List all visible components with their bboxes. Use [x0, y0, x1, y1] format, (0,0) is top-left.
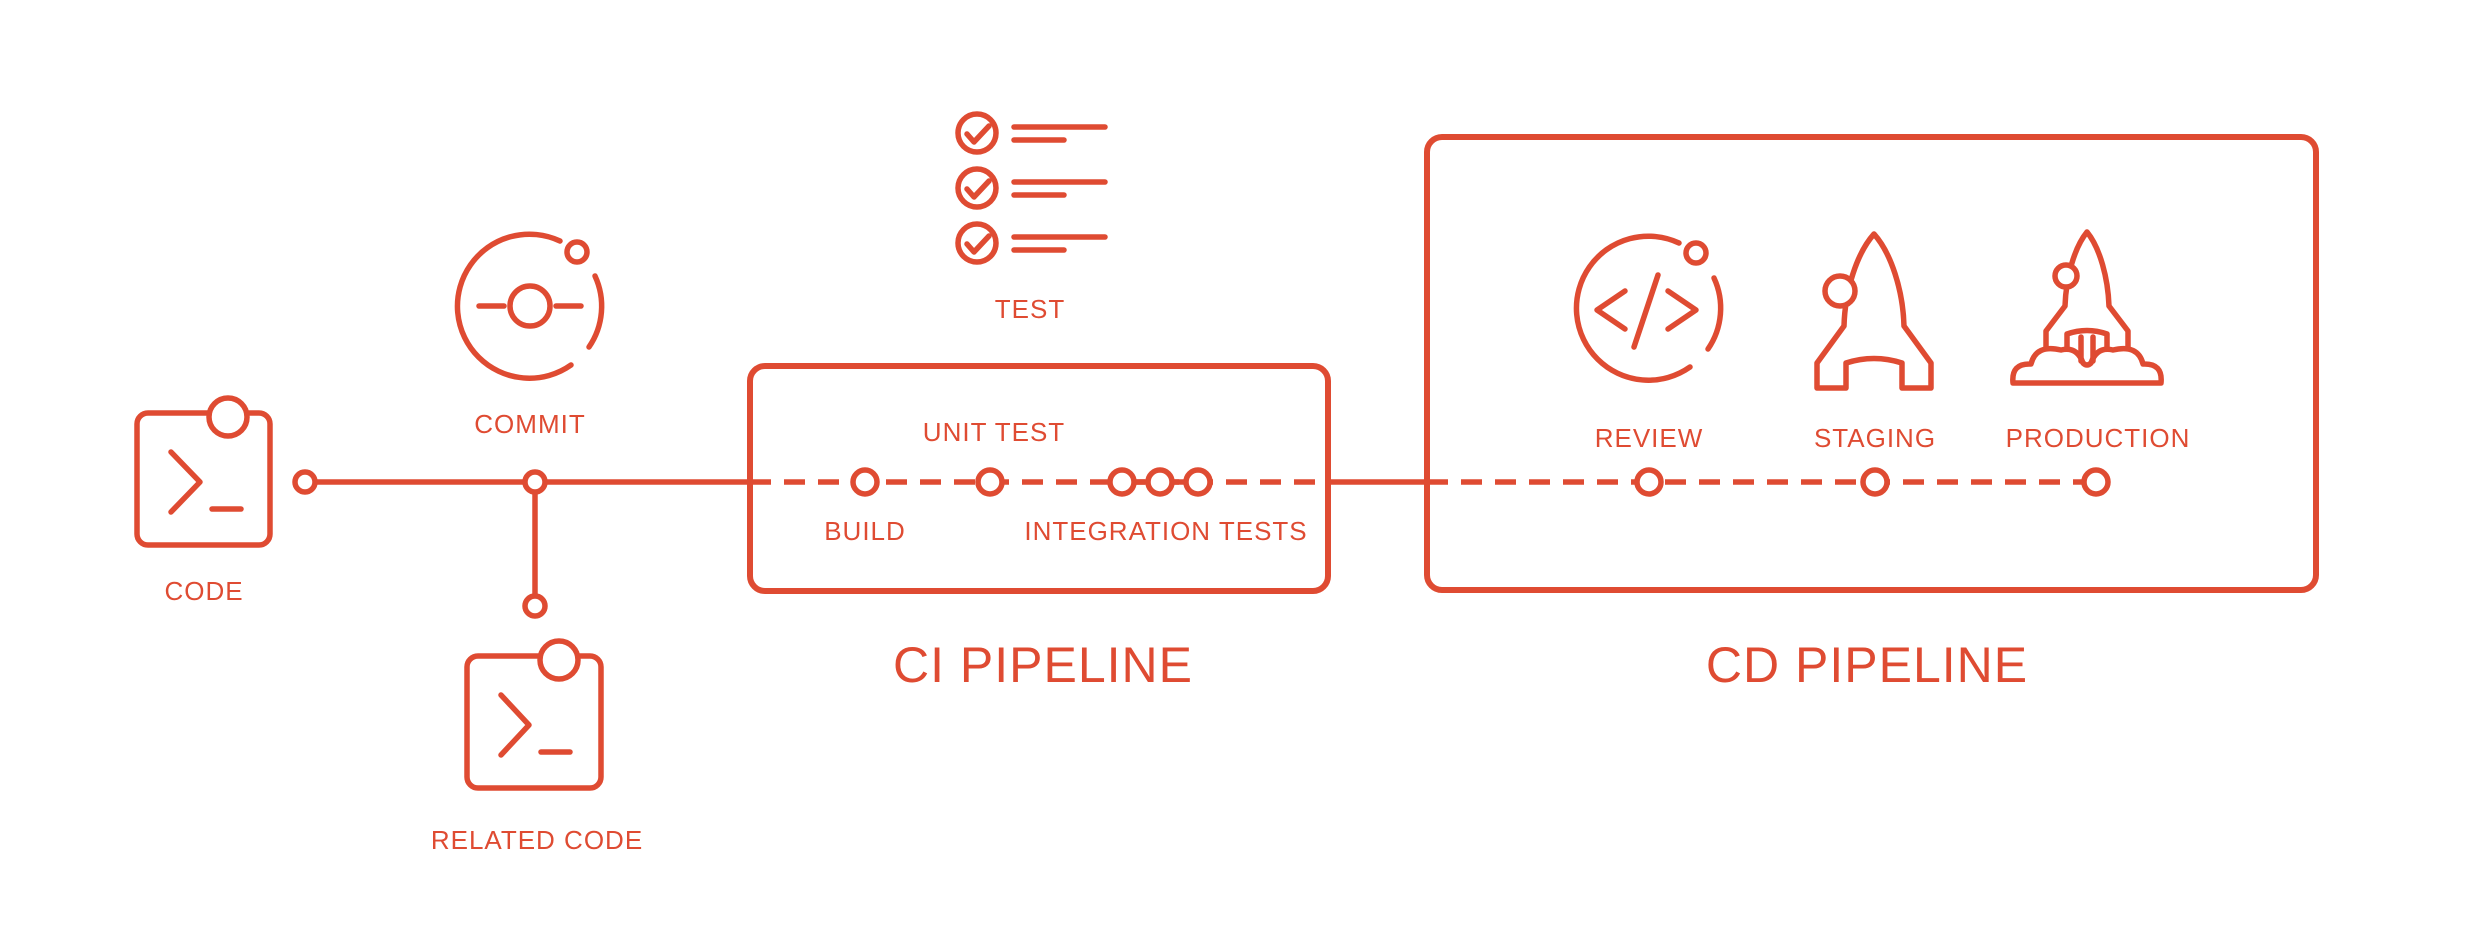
- unit-test-node: [975, 467, 1005, 497]
- test-label: TEST: [995, 294, 1065, 324]
- build-node: [850, 467, 880, 497]
- unit-test-label: UNIT TEST: [923, 417, 1065, 447]
- integration-tests-label: INTEGRATION TESTS: [1024, 516, 1307, 546]
- production-label: PRODUCTION: [2006, 423, 2191, 453]
- integration-test-node-2: [1145, 467, 1175, 497]
- related-code-node: [522, 593, 548, 619]
- review-icon: [1573, 233, 1724, 383]
- cd-pipeline-title: CD PIPELINE: [1706, 637, 2028, 693]
- related-code-icon: [464, 638, 604, 791]
- commit-junction-node: [522, 469, 548, 495]
- check-circle-icon: [955, 111, 999, 155]
- production-node: [2081, 467, 2111, 497]
- rocket-porthole: [1822, 273, 1858, 309]
- integration-test-node-1: [1107, 467, 1137, 497]
- checkmark-icon: [964, 233, 992, 255]
- commit-icon-satellite-dot: [564, 239, 590, 265]
- review-icon-satellite-dot: [1683, 240, 1709, 266]
- staging-label: STAGING: [1814, 423, 1936, 453]
- check-circle-icon: [955, 221, 999, 265]
- code-icon-dot: [206, 395, 250, 439]
- code-icon: [134, 395, 273, 548]
- staging-rocket-icon: [1814, 231, 1934, 391]
- production-rocket-launch-icon: [2010, 229, 2164, 386]
- review-node: [1634, 467, 1664, 497]
- code-label: CODE: [164, 576, 243, 606]
- rocket-porthole: [2052, 262, 2080, 290]
- checkmark-icon: [964, 123, 992, 145]
- commit-label: COMMIT: [474, 409, 585, 439]
- ci-pipeline-box: [747, 363, 1331, 594]
- launch-smoke-cloud: [2010, 345, 2164, 386]
- checkmark-icon: [964, 178, 992, 200]
- code-bracket-left: [1594, 288, 1628, 332]
- pipeline-nodes: [292, 467, 2111, 619]
- review-label: REVIEW: [1595, 423, 1704, 453]
- code-slash: [1631, 272, 1661, 350]
- ci-pipeline-title: CI PIPELINE: [893, 637, 1193, 693]
- check-circle-icon: [955, 166, 999, 210]
- test-checklist-icon: [955, 111, 1108, 265]
- related-code-icon-dot: [537, 638, 581, 682]
- staging-node: [1860, 467, 1890, 497]
- cd-pipeline-box: [1424, 134, 2319, 593]
- code-start-node: [292, 469, 318, 495]
- terminal-prompt-icon: [168, 449, 203, 515]
- commit-icon: [454, 231, 605, 381]
- integration-test-node-3: [1183, 467, 1213, 497]
- commit-icon-center-dot: [507, 283, 553, 329]
- related-code-label: RELATED CODE: [431, 825, 643, 855]
- build-label: BUILD: [824, 516, 906, 546]
- code-bracket-right: [1665, 288, 1699, 332]
- terminal-prompt-icon: [498, 692, 532, 758]
